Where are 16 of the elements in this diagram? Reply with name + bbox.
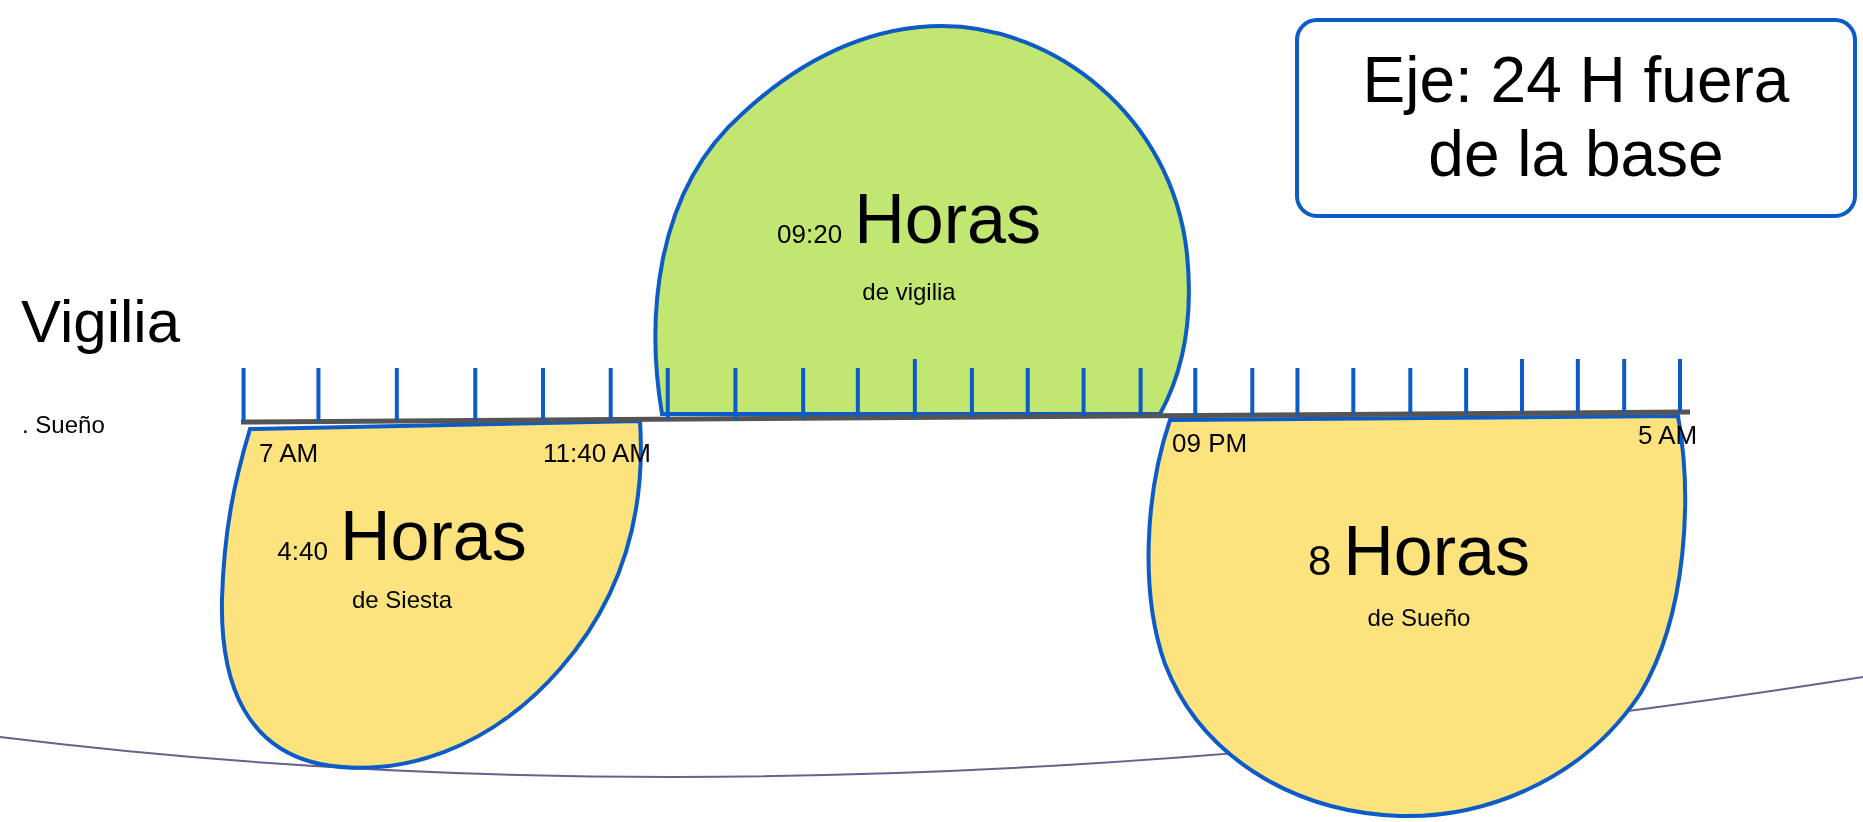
duration-value: 8 — [1307, 536, 1332, 586]
duration-value: 09:20 — [777, 218, 843, 251]
duration-unit: Horas — [339, 501, 527, 571]
time-label: 7 AM — [259, 440, 319, 466]
axis-label: . Sueño — [22, 413, 105, 437]
note-box — [1295, 18, 1857, 218]
axis-label: Vigilia — [21, 292, 180, 352]
duration-value: 4:40 — [277, 535, 328, 568]
duration-caption: de vigilia — [862, 277, 956, 307]
time-blob — [652, 24, 1192, 418]
note-text: Eje: 24 H fuera de la base — [1361, 44, 1791, 192]
duration-caption: de Siesta — [351, 585, 453, 615]
time-label: 09 PM — [1172, 430, 1248, 456]
duration-caption: de Sueño — [1367, 603, 1471, 633]
duration-unit: Horas — [1343, 516, 1531, 586]
duration-unit: Horas — [854, 184, 1041, 254]
